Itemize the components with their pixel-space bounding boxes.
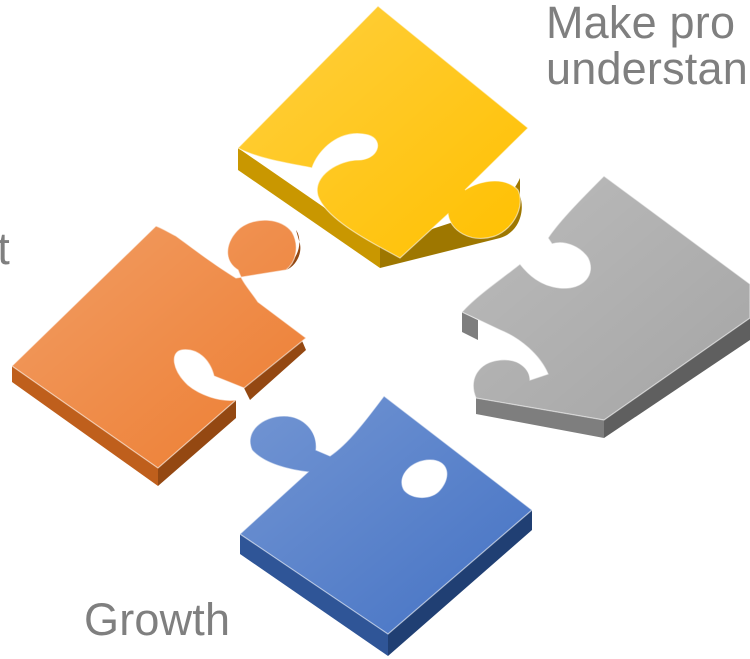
label-left: nt — [0, 223, 10, 274]
label-growth: Growth — [84, 594, 231, 645]
blue-piece-side-right — [388, 510, 532, 656]
label-top-right: Make pro understan — [546, 0, 748, 92]
yellow-piece-side — [238, 148, 380, 268]
label-top-right-line2: understan — [546, 43, 748, 94]
label-top-right-line1: Make pro — [546, 0, 736, 48]
orange-puzzle-piece — [11, 219, 307, 486]
gray-piece-side-right — [604, 318, 750, 438]
orange-piece-side-right — [158, 400, 236, 486]
blue-puzzle-piece — [239, 395, 533, 656]
gray-puzzle-piece — [461, 175, 750, 438]
orange-piece-side — [12, 366, 158, 486]
yellow-puzzle-piece — [237, 5, 529, 268]
blue-piece-side — [240, 534, 388, 656]
gray-piece-side — [462, 312, 478, 340]
